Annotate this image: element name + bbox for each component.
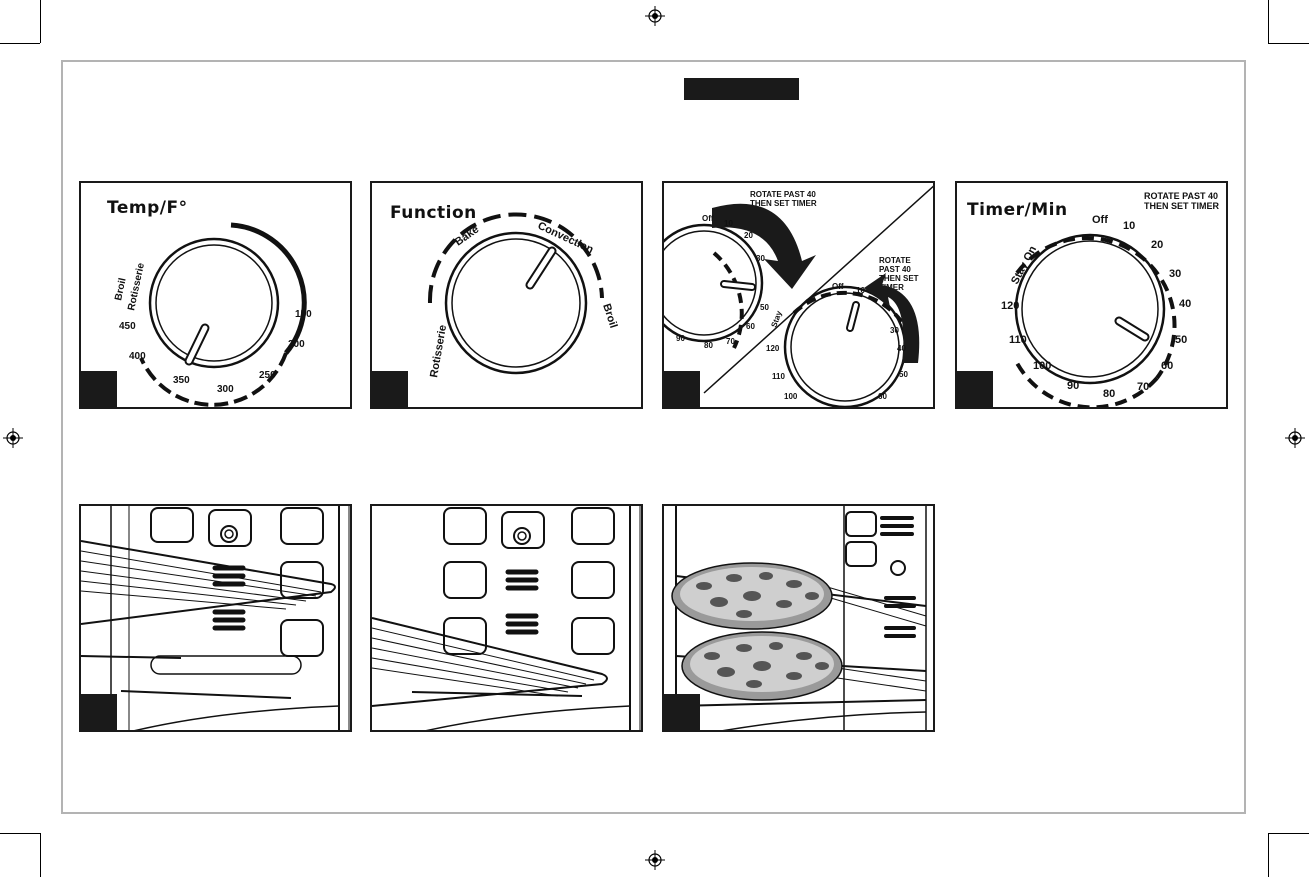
timer-label-100: 100 <box>1033 360 1051 372</box>
temp-label-450: 450 <box>119 321 136 332</box>
function-dial-panel: Function Rotisserie Bake Convection Broi… <box>370 181 643 409</box>
crop-mark <box>0 43 40 44</box>
timer-label-off: Off <box>1092 214 1108 226</box>
step-badge <box>81 694 117 730</box>
crop-mark <box>1268 0 1269 43</box>
temp-label-350: 350 <box>173 375 190 386</box>
crop-mark <box>1268 833 1309 834</box>
step-badge <box>81 371 117 407</box>
temp-label-rotisserie: Rotisserie <box>126 262 147 312</box>
crop-mark <box>1268 43 1309 44</box>
timer-a-10: 10 <box>724 219 733 228</box>
rack-upper-illustration <box>81 506 350 730</box>
timer-label-110: 110 <box>1009 334 1027 346</box>
crop-mark <box>40 0 41 43</box>
timer-label-20: 20 <box>1151 239 1163 251</box>
crop-mark <box>0 833 40 834</box>
timer-label-70: 70 <box>1137 381 1149 393</box>
temp-dial-title: Temp/F° <box>107 198 188 218</box>
step-badge <box>957 371 993 407</box>
registration-mark-icon <box>645 850 665 870</box>
timer-a-off: Off <box>702 214 714 223</box>
pizza-racks-illustration <box>671 506 927 730</box>
temp-label-broil: Broil <box>113 277 129 302</box>
temp-label-200: 200 <box>288 339 305 350</box>
function-dial-illustration: Rotisserie Bake Convection Broil <box>427 212 619 379</box>
timer-b-60: 60 <box>878 392 887 401</box>
header-bar <box>684 78 799 100</box>
timer-b-120: 120 <box>766 344 780 353</box>
timer-label-10: 10 <box>1123 220 1135 232</box>
timer-b-off: Off <box>832 282 844 291</box>
timer-label-120: 120 <box>1001 300 1019 312</box>
crop-mark <box>40 833 41 877</box>
timer-b-30: 30 <box>890 326 899 335</box>
rack-lower-illustration <box>372 506 641 730</box>
timer-label-80: 80 <box>1103 388 1115 400</box>
timer-label-50: 50 <box>1175 334 1187 346</box>
timer-b-100: 100 <box>784 392 798 401</box>
temp-label-150: 150 <box>295 309 312 320</box>
timer-a-70: 70 <box>726 337 735 346</box>
timer-a-30: 30 <box>756 254 765 263</box>
crop-mark <box>1268 833 1269 877</box>
temp-label-400: 400 <box>129 351 146 362</box>
timer-a-50: 50 <box>760 303 769 312</box>
timer-label-stay-on: Stay On <box>1009 244 1039 287</box>
timer-setting-illustration: Off 10 20 30 50 60 70 80 90 Off 10 30 40… <box>664 185 933 407</box>
timer-label-40: 40 <box>1179 298 1191 310</box>
rack-upper-panel <box>79 504 352 732</box>
rack-lower-panel <box>370 504 643 732</box>
timer-a-60: 60 <box>746 322 755 331</box>
function-dial-title: Function <box>390 203 477 223</box>
timer-label-60: 60 <box>1161 360 1173 372</box>
registration-mark-icon <box>645 6 665 26</box>
timer-dial-title: Timer/Min <box>967 200 1068 220</box>
timer-b-40: 40 <box>897 344 906 353</box>
temp-dial-illustration: Broil Rotisserie 450 400 350 300 250 200… <box>113 222 312 407</box>
timer-a-20: 20 <box>744 231 753 240</box>
step-badge <box>372 371 408 407</box>
step-badge <box>664 371 700 407</box>
timer-a-90: 90 <box>676 334 685 343</box>
timer-b-50: 50 <box>899 370 908 379</box>
page-frame <box>61 60 1246 814</box>
step-badge <box>664 694 700 730</box>
function-label-rotisserie: Rotisserie <box>428 324 449 378</box>
timer-b-10: 10 <box>856 286 865 295</box>
registration-mark-icon <box>3 428 23 448</box>
timer-b-stay: Stay <box>769 309 783 328</box>
timer-b-110: 110 <box>772 372 785 381</box>
temp-label-300: 300 <box>217 384 234 395</box>
temp-dial-panel: Temp/F° Broil Rotisserie 450 400 350 300… <box>79 181 352 409</box>
registration-mark-icon <box>1285 428 1305 448</box>
timer-a-80: 80 <box>704 341 713 350</box>
timer-label-30: 30 <box>1169 268 1181 280</box>
timer-label-90: 90 <box>1067 380 1079 392</box>
function-label-broil: Broil <box>600 302 619 330</box>
temp-label-250: 250 <box>259 370 276 381</box>
timer-dial-illustration: Stay On Off 10 20 30 40 50 60 70 80 90 1… <box>1001 214 1191 407</box>
pizza-racks-panel <box>662 504 935 732</box>
